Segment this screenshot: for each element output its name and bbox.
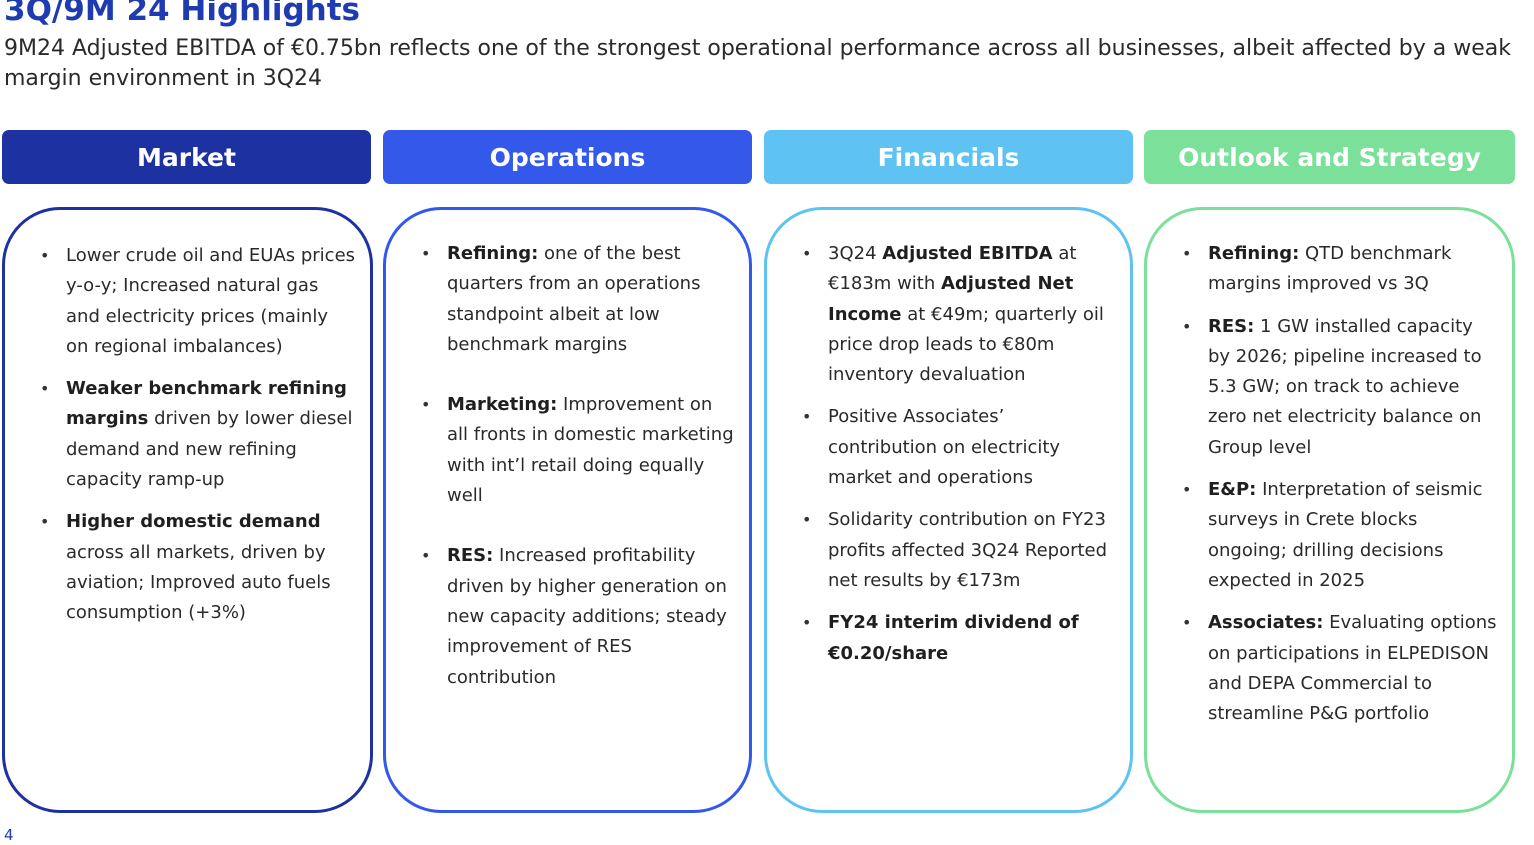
bullet-text: Increased profitability driven by higher… bbox=[447, 545, 727, 688]
bullet-bold: Adjusted EBITDA bbox=[882, 243, 1053, 264]
bullet-text: at €49m; quarterly oil price drop leads … bbox=[828, 303, 1104, 386]
panel-financials: 3Q24 Adjusted EBITDA at €183m with Adjus… bbox=[764, 207, 1133, 813]
bullet-text: Solidarity contribution on FY23 profits … bbox=[828, 509, 1108, 591]
header-market: Market bbox=[2, 130, 371, 184]
bullet-bold: Marketing: bbox=[447, 394, 558, 416]
bullet-text: Improvement on all fronts in domestic ma… bbox=[447, 394, 734, 507]
bullet-text: one of the best quarters from an operati… bbox=[447, 243, 701, 355]
bullet-text: across all markets, driven by aviation; … bbox=[66, 541, 331, 624]
outlook-bullets: Refining: QTD benchmark margins improved… bbox=[1182, 239, 1498, 729]
financials-bullets: 3Q24 Adjusted EBITDA at €183m with Adjus… bbox=[802, 239, 1116, 669]
operations-bullet-1: Refining: one of the best quarters from … bbox=[421, 239, 735, 360]
bullet-bold: Higher domestic demand bbox=[66, 511, 321, 533]
market-bullet-3: Higher domestic demand across all market… bbox=[40, 507, 356, 628]
bullet-bold: Weaker benchmark refining margins bbox=[66, 378, 347, 430]
slide-subtitle: 9M24 Adjusted EBITDA of €0.75bn reflects… bbox=[4, 36, 1511, 91]
panel-operations: Refining: one of the best quarters from … bbox=[383, 207, 752, 813]
market-bullet-2: Weaker benchmark refining margins driven… bbox=[40, 374, 356, 495]
operations-bullet-2: Marketing: Improvement on all fronts in … bbox=[421, 390, 735, 511]
financials-bullet-4: FY24 interim dividend of €0.20/share bbox=[802, 608, 1116, 669]
bullet-text: Positive Associates’ contribution on ele… bbox=[828, 406, 1061, 489]
bullet-text: driven by lower diesel demand and new re… bbox=[66, 408, 353, 491]
bullet-bold: RES: bbox=[1208, 315, 1255, 337]
bullet-text: Interpretation of seismic surveys in Cre… bbox=[1208, 479, 1483, 591]
operations-bullets: Refining: one of the best quarters from … bbox=[421, 239, 735, 693]
slide-title: 3Q/9M 24 Highlights bbox=[4, 0, 361, 28]
header-financials: Financials bbox=[764, 130, 1133, 184]
outlook-bullet-4: Associates: Evaluating options on partic… bbox=[1182, 608, 1498, 729]
header-operations: Operations bbox=[383, 130, 752, 184]
header-market-label: Market bbox=[137, 142, 236, 172]
bullet-bold: E&P: bbox=[1208, 479, 1257, 501]
financials-bullet-3: Solidarity contribution on FY23 profits … bbox=[802, 505, 1116, 596]
bullet-bold: Refining: bbox=[447, 243, 539, 264]
header-financials-label: Financials bbox=[877, 142, 1020, 172]
financials-bullet-1: 3Q24 Adjusted EBITDA at €183m with Adjus… bbox=[802, 239, 1116, 390]
bullet-bold: Adjusted Net Income bbox=[828, 273, 1074, 325]
bullet-bold: Refining: bbox=[1208, 243, 1300, 264]
outlook-bullet-3: E&P: Interpretation of seismic surveys i… bbox=[1182, 475, 1498, 596]
page-number: 4 bbox=[4, 826, 14, 844]
bullet-text: QTD benchmark margins improved vs 3Q bbox=[1208, 243, 1452, 295]
market-bullets: Lower crude oil and EUAs prices y-o-y; I… bbox=[40, 241, 356, 629]
bullet-text: Lower crude oil and EUAs prices y-o-y; I… bbox=[66, 245, 356, 357]
bullet-text: Evaluating options on participations in … bbox=[1208, 612, 1497, 725]
operations-bullet-3: RES: Increased profitability driven by h… bbox=[421, 541, 735, 692]
header-outlook-label: Outlook and Strategy bbox=[1178, 142, 1481, 172]
outlook-bullet-1: Refining: QTD benchmark margins improved… bbox=[1182, 239, 1498, 300]
market-bullet-1: Lower crude oil and EUAs prices y-o-y; I… bbox=[40, 241, 356, 362]
bullet-bold: FY24 interim dividend of €0.20/share bbox=[828, 612, 1079, 664]
bullet-text: 3Q24 bbox=[828, 243, 883, 264]
header-operations-label: Operations bbox=[489, 142, 646, 172]
outlook-bullet-2: RES: 1 GW installed capacity by 2026; pi… bbox=[1182, 312, 1498, 463]
bullet-text: 1 GW installed capacity by 2026; pipelin… bbox=[1208, 315, 1482, 458]
financials-bullet-2: Positive Associates’ contribution on ele… bbox=[802, 402, 1116, 493]
bullet-bold: RES: bbox=[447, 545, 494, 567]
bullet-text: at €183m with bbox=[828, 243, 1077, 295]
panel-market: Lower crude oil and EUAs prices y-o-y; I… bbox=[2, 207, 373, 813]
bullet-bold: Associates: bbox=[1208, 612, 1324, 634]
header-outlook: Outlook and Strategy bbox=[1144, 130, 1515, 184]
panel-outlook: Refining: QTD benchmark margins improved… bbox=[1144, 207, 1515, 813]
